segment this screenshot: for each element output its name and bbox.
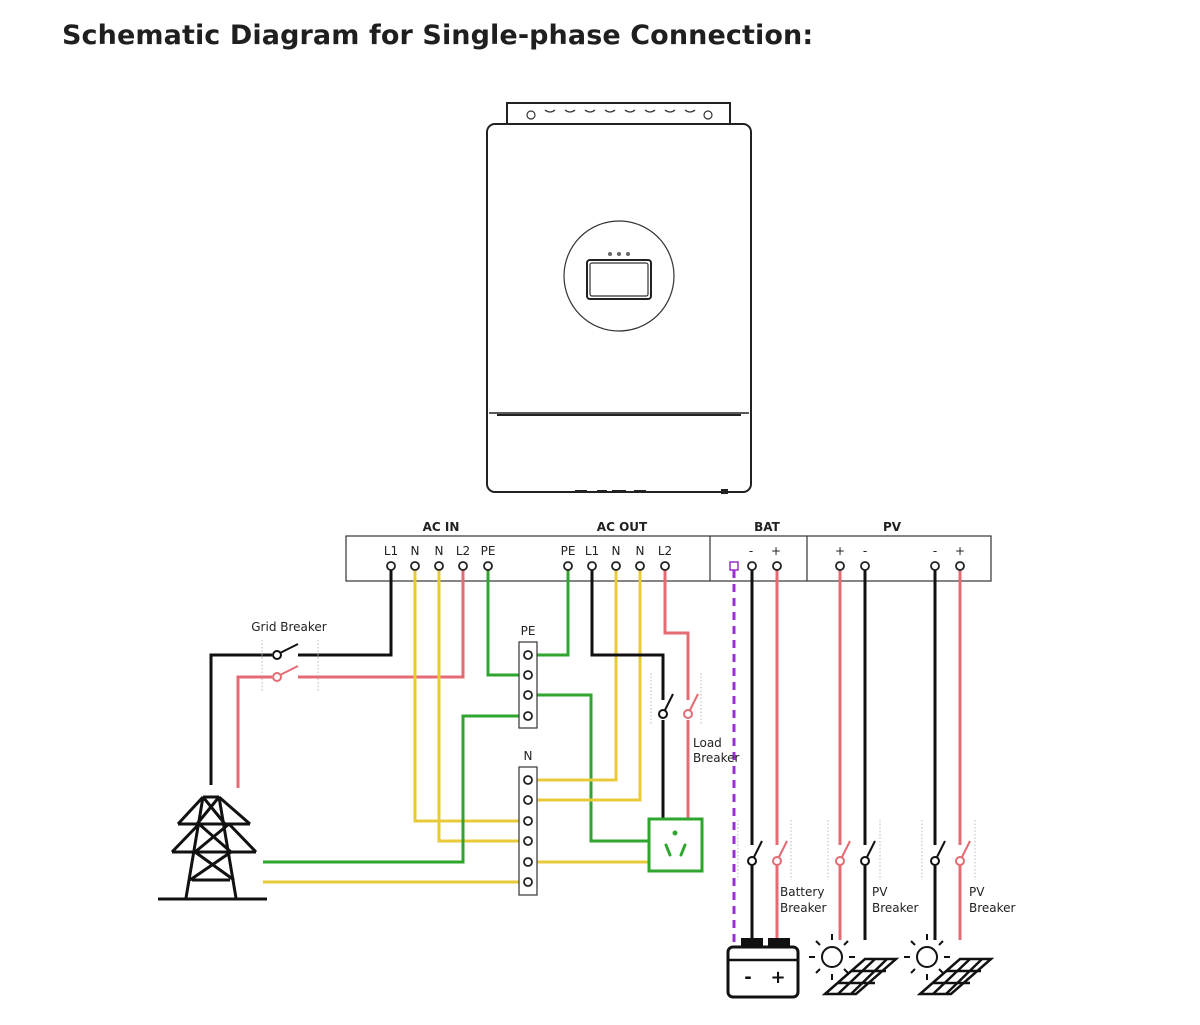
battery-breaker: Battery Breaker [737, 820, 827, 915]
wire-grid-l2 [236, 675, 272, 788]
pv-breaker-2: PV Breaker [921, 820, 1016, 915]
ac-out-terminal-label: L1 [585, 544, 599, 558]
n-bus-label: N [524, 749, 533, 763]
wire-pe-to-socket [527, 693, 650, 843]
pv-label: PV [883, 520, 902, 534]
ac-out-terminal-label: N [636, 544, 645, 558]
pv-breaker-2-label-line1: PV [969, 885, 985, 899]
battery-breaker-label-line1: Battery [780, 885, 824, 899]
inverter-unit [486, 102, 752, 494]
wiring [209, 567, 962, 945]
display-bezel [563, 220, 675, 332]
battery-icon: - + [726, 938, 800, 999]
solar-panel-icon [809, 934, 900, 996]
terminal-block: AC IN AC OUT BAT PV L1 N N L2 PE PE L1 N… [345, 520, 992, 582]
pe-bus-label: PE [521, 624, 536, 638]
ac-out-label: AC OUT [597, 520, 648, 534]
power-socket-icon [647, 817, 704, 873]
pv-terminal-label: - [933, 544, 937, 558]
ac-in-terminal-label: PE [481, 544, 496, 558]
pv-terminal-label: + [835, 544, 845, 558]
load-breaker: Load Breaker [650, 673, 740, 765]
bat-terminal-label: - [749, 544, 753, 558]
wire-ac-out-pe [527, 567, 570, 657]
wire-ac-in-n1 [413, 567, 526, 823]
load-breaker-label-line1: Load [693, 736, 722, 750]
ac-out-terminal-label: L2 [658, 544, 672, 558]
battery-minus-sign: - [744, 967, 751, 988]
page-title: Schematic Diagram for Single-phase Conne… [62, 20, 814, 51]
pe-bus-bar: PE [518, 624, 538, 729]
sun-icon [904, 934, 950, 980]
wire-ac-in-l1 [298, 567, 393, 657]
pv-breaker-1-label-line2: Breaker [872, 901, 919, 915]
wire-ac-in-n2 [437, 567, 526, 843]
wire-grid-l1 [209, 653, 272, 785]
mounting-bracket [506, 102, 731, 125]
ac-out-terminal-label: N [612, 544, 621, 558]
wire-ac-in-l2 [298, 567, 465, 679]
ac-out-terminal-label: PE [561, 544, 576, 558]
ac-in-terminal-label: L1 [384, 544, 398, 558]
sun-icon [809, 934, 855, 980]
wire-ac-out-n1 [526, 567, 618, 782]
pv-terminal-label: - [863, 544, 867, 558]
load-breaker-label-line2: Breaker [693, 751, 740, 765]
terminal-screws [386, 561, 965, 571]
transmission-tower-icon [158, 795, 267, 901]
wire-ac-in-pe [486, 567, 527, 677]
wire-ac-out-l1 [590, 567, 665, 700]
bat-terminal-label: + [771, 544, 781, 558]
lcd-screen [586, 259, 652, 300]
ac-in-label: AC IN [423, 520, 460, 534]
grid-breaker-label: Grid Breaker [251, 620, 327, 634]
n-bus-bar: N [518, 749, 538, 896]
wire-ac-out-l2 [663, 567, 690, 700]
ac-in-terminal-label: N [411, 544, 420, 558]
ac-in-terminal-label: N [435, 544, 444, 558]
pv-breaker-1-label-line1: PV [872, 885, 888, 899]
battery-plus-sign: + [770, 967, 785, 988]
pv-breaker-2-label-line2: Breaker [969, 901, 1016, 915]
wire-ac-out-n2 [526, 567, 642, 802]
grid-breaker: Grid Breaker [251, 620, 327, 692]
ac-in-terminal-label: L2 [456, 544, 470, 558]
bat-label: BAT [754, 520, 781, 534]
pv-terminal-label: + [955, 544, 965, 558]
battery-breaker-label-line2: Breaker [780, 901, 827, 915]
pv-breaker-1: PV Breaker [827, 820, 919, 915]
wire-pe-to-grid [263, 714, 527, 864]
status-leds [608, 252, 630, 256]
solar-panel-icon [904, 934, 995, 996]
inverter-body [486, 123, 752, 493]
